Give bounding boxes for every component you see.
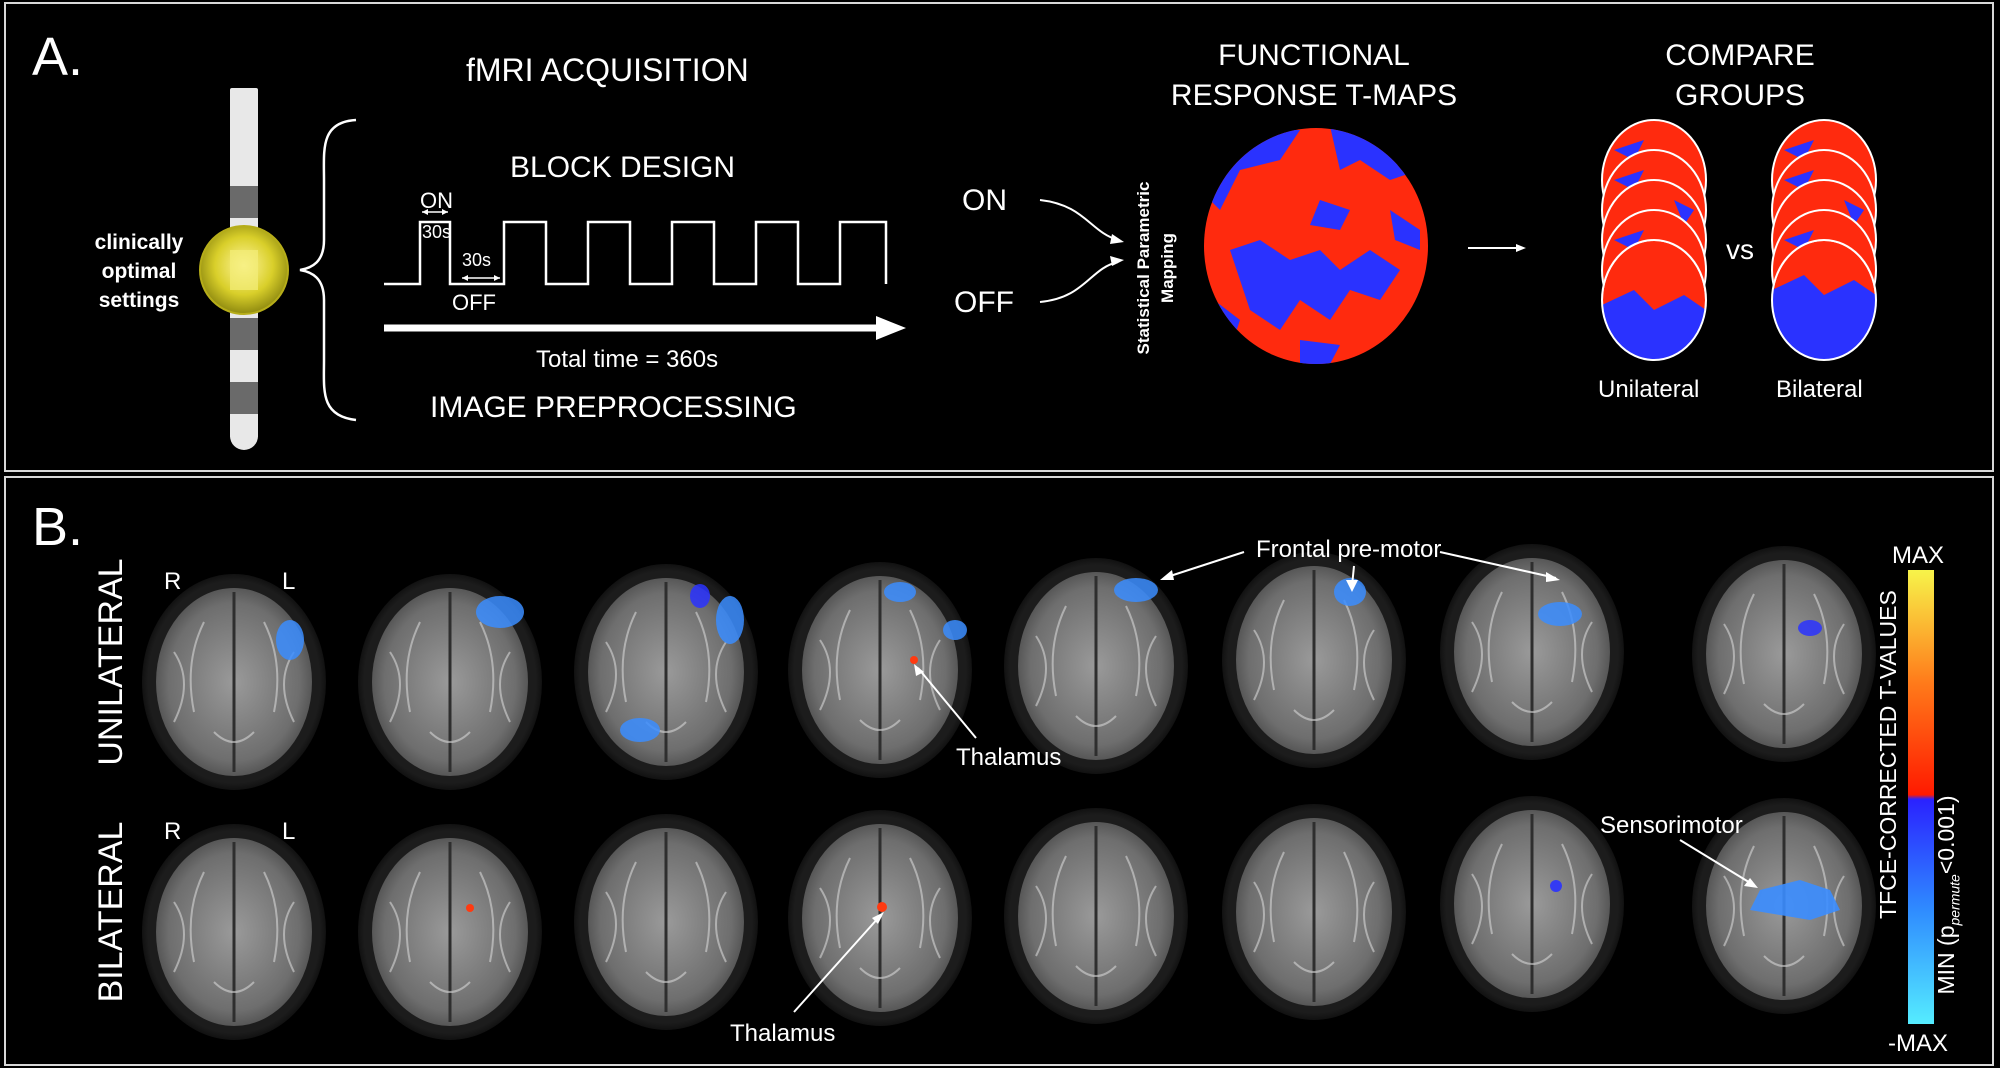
annotation-frontal: Frontal pre-motor [1256, 536, 1442, 563]
colorbar-gradient [1908, 570, 1934, 1024]
compare-title-line-2: GROUPS [1674, 79, 1806, 112]
unilateral-stack [1601, 119, 1707, 361]
annotation-sensorimotor: Sensorimotor [1600, 812, 1743, 839]
device-label-line-3: settings [98, 289, 180, 312]
device-label: clinically optimal settings [84, 228, 194, 315]
annotation-thalamus-top: Thalamus [956, 744, 1062, 771]
tmap-figures [1204, 119, 1877, 364]
on-block-label: ON [420, 188, 453, 213]
acquisition-title: fMRI ACQUISITION [466, 52, 749, 88]
colorbar-max-label: MAX [1892, 542, 1945, 569]
colorbar-min-caption: MIN (ppermute<0.001) [1933, 765, 1963, 1025]
tmaps-title: FUNCTIONAL RESPONSE T-MAPS [1154, 36, 1474, 116]
compare-title: COMPARE GROUPS [1600, 36, 1880, 116]
time-arrow [876, 316, 906, 340]
colorbar-min-caption-sub: permute [1946, 874, 1963, 926]
off-duration-label: 30s [462, 250, 492, 270]
input-off-label: OFF [954, 286, 1014, 319]
group-bilateral-label: Bilateral [1776, 376, 1863, 403]
orientation-l-bottom: L [282, 818, 296, 845]
orientation-r-bottom: R [164, 818, 182, 845]
orientation-l-top: L [282, 568, 296, 595]
vs-label: vs [1726, 234, 1754, 265]
colorbar-min-caption-tail: <0.001) [1933, 795, 1959, 875]
device-label-line-2: optimal [101, 260, 177, 283]
on-duration-label: 30s [422, 222, 452, 242]
panel-b [4, 476, 1994, 1066]
preprocessing-title: IMAGE PREPROCESSING [430, 391, 797, 424]
bilateral-stack [1771, 119, 1877, 361]
dbs-electrode-figure [199, 88, 1526, 450]
panel-b-letter: B. [32, 497, 84, 557]
colorbar-min-label: -MAX [1888, 1030, 1948, 1057]
device-label-line-1: clinically [94, 231, 184, 254]
brace [299, 118, 357, 422]
total-time-label: Total time = 360s [536, 346, 719, 373]
tmaps-title-line-2: RESPONSE T-MAPS [1170, 79, 1458, 112]
colorbar-title: TFCE-CORRECTED T-VALUES [1875, 590, 1901, 919]
input-on-label: ON [962, 184, 1007, 217]
panel-a-letter: A. [32, 27, 84, 87]
colorbar-min-caption-text: MIN (p [1933, 925, 1959, 995]
group-unilateral-label: Unilateral [1598, 376, 1700, 403]
panel-a [4, 2, 1994, 472]
block-design-title: BLOCK DESIGN [510, 151, 736, 184]
tmaps-title-line-1: FUNCTIONAL [1218, 39, 1410, 72]
off-block-label: OFF [452, 290, 496, 315]
block-design-waveform [384, 220, 888, 286]
tmap-brain [1204, 128, 1428, 364]
orientation-r-top: R [164, 568, 182, 595]
annotation-thalamus-bottom: Thalamus [730, 1020, 836, 1047]
compare-title-line-1: COMPARE [1665, 39, 1815, 72]
